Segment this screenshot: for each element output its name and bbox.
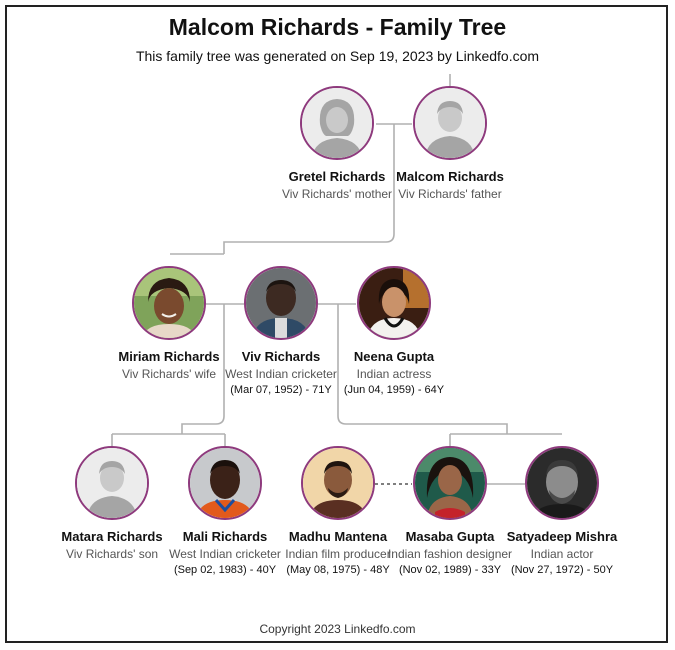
male-silhouette-icon [415,88,485,158]
portrait-photo-icon [527,448,597,518]
copyright-footer: Copyright 2023 Linkedfo.com [259,622,416,636]
person-dates: (May 08, 1975) - 48Y [286,564,390,576]
person-dates: (Jun 04, 1959) - 64Y [343,384,445,396]
page-title: Malcom Richards - Family Tree [168,14,507,40]
person-name: Mali Richards [182,529,268,544]
portrait-photo-icon [246,268,316,338]
avatar-madhu [301,446,375,520]
person-dates: (Nov 27, 1972) - 50Y [510,564,614,576]
female-silhouette-icon [302,88,372,158]
person-card-miriam[interactable]: Miriam Richards Viv Richards' wife [99,266,239,381]
person-card-matara[interactable]: Matara Richards Viv Richards' son [42,446,182,561]
person-name: Neena Gupta [353,349,435,364]
person-dates: (Nov 02, 1989) - 33Y [398,564,502,576]
portrait-photo-icon [359,268,429,338]
person-role: Indian fashion designer [387,547,513,561]
person-role: Viv Richards' wife [121,367,217,381]
person-name: Gretel Richards [288,169,386,184]
person-name: Miriam Richards [118,349,220,364]
person-name: Madhu Mantena [288,529,388,544]
avatar-viv [244,266,318,340]
person-name: Satyadeep Mishra [506,529,618,544]
avatar-miriam [132,266,206,340]
portrait-photo-icon [134,268,204,338]
portrait-photo-icon [303,448,373,518]
avatar-mali [188,446,262,520]
avatar-gretel [300,86,374,160]
person-role: Viv Richards' father [398,187,502,201]
avatar-masaba [413,446,487,520]
avatar-matara [75,446,149,520]
person-card-masaba[interactable]: Masaba Gupta Indian fashion designer (No… [380,446,520,576]
connector-viv-neena-to-children [337,304,508,434]
person-role: Indian film producer [285,547,391,561]
avatar-malcom [413,86,487,160]
person-name: Malcom Richards [396,169,504,184]
page-subtitle: This family tree was generated on Sep 19… [135,48,540,64]
person-card-mali[interactable]: Mali Richards West Indian cricketer (Sep… [155,446,295,576]
person-role: Viv Richards' mother [281,187,393,201]
avatar-neena [357,266,431,340]
person-role: West Indian cricketer [225,367,337,381]
person-card-viv[interactable]: Viv Richards West Indian cricketer (Mar … [211,266,351,396]
person-name: Viv Richards [241,349,321,364]
person-card-satyadeep[interactable]: Satyadeep Mishra Indian actor (Nov 27, 1… [492,446,632,576]
person-name: Masaba Gupta [405,529,495,544]
person-card-neena[interactable]: Neena Gupta Indian actress (Jun 04, 1959… [324,266,464,396]
male-silhouette-icon [77,448,147,518]
connector-viv-miriam-to-children [181,304,225,434]
person-role: Viv Richards' son [65,547,159,561]
person-role: Indian actress [356,367,432,381]
person-role: West Indian cricketer [169,547,281,561]
person-role: Indian actor [530,547,594,561]
connector-grandparents-to-children [223,124,395,254]
person-card-gretel[interactable]: Gretel Richards Viv Richards' mother [267,86,407,201]
portrait-photo-icon [415,448,485,518]
person-name: Matara Richards [61,529,163,544]
person-dates: (Sep 02, 1983) - 40Y [173,564,277,576]
avatar-satyadeep [525,446,599,520]
person-card-madhu[interactable]: Madhu Mantena Indian film producer (May … [268,446,408,576]
portrait-photo-icon [190,448,260,518]
person-card-malcom[interactable]: Malcom Richards Viv Richards' father [380,86,520,201]
person-dates: (Mar 07, 1952) - 71Y [230,384,332,396]
